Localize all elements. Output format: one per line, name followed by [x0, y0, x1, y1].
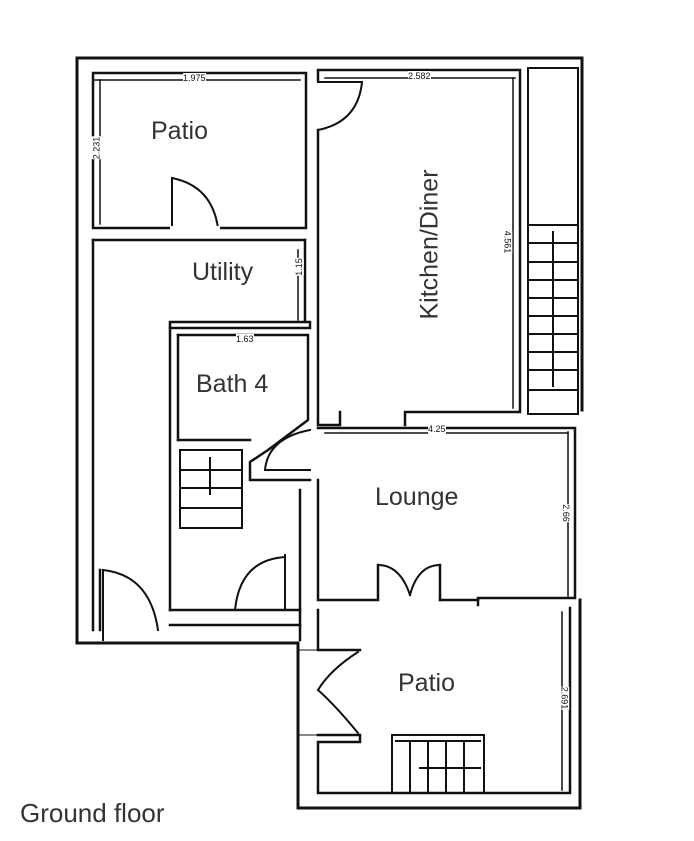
wall-lounge [316, 426, 577, 607]
dim-lounge-vertical: 2.66 [560, 504, 571, 522]
outer-walls [75, 56, 584, 810]
door-patio-to-utility [170, 176, 220, 230]
door-lounge-to-patio [376, 563, 442, 597]
room-label-bath-4: Bath 4 [196, 370, 269, 398]
staircase-right [527, 67, 579, 415]
dim-kitchen-horizontal: 2.582 [408, 71, 431, 81]
door-front [101, 568, 160, 641]
staircase-left [179, 449, 243, 529]
wall-utility [91, 238, 307, 632]
wall-patio-top [91, 71, 308, 230]
wall-patio-bottom [299, 606, 572, 795]
dim-patio-bottom-vertical: 2.691 [559, 686, 570, 710]
room-label-lounge: Lounge [375, 483, 459, 511]
dim-bath-horizontal: 1.63 [236, 334, 254, 344]
dim-utility-vertical: 1.15 [293, 258, 304, 276]
door-hall-inner [233, 554, 287, 612]
staircase-bottom [391, 734, 485, 794]
dim-lounge-horizontal: 4.25 [428, 424, 446, 434]
door-patio-bottom-side [316, 650, 360, 735]
floor-caption: Ground floor [20, 798, 165, 828]
room-label-patio-bottom: Patio [398, 669, 455, 697]
door-kitchen-to-patio [316, 80, 364, 132]
door-bath-to-lounge [263, 428, 312, 472]
room-label-kitchen-diner: Kitchen/Diner [415, 169, 444, 320]
wall-bath-4 [168, 320, 312, 612]
room-label-utility: Utility [192, 258, 254, 286]
dim-patio-top-vertical: 2.231 [91, 136, 102, 160]
wall-hall [98, 488, 302, 642]
room-label-patio-top: Patio [151, 117, 208, 145]
dim-patio-top-horizontal: 1.975 [183, 73, 206, 83]
dim-kitchen-vertical: 4.561 [502, 230, 513, 254]
